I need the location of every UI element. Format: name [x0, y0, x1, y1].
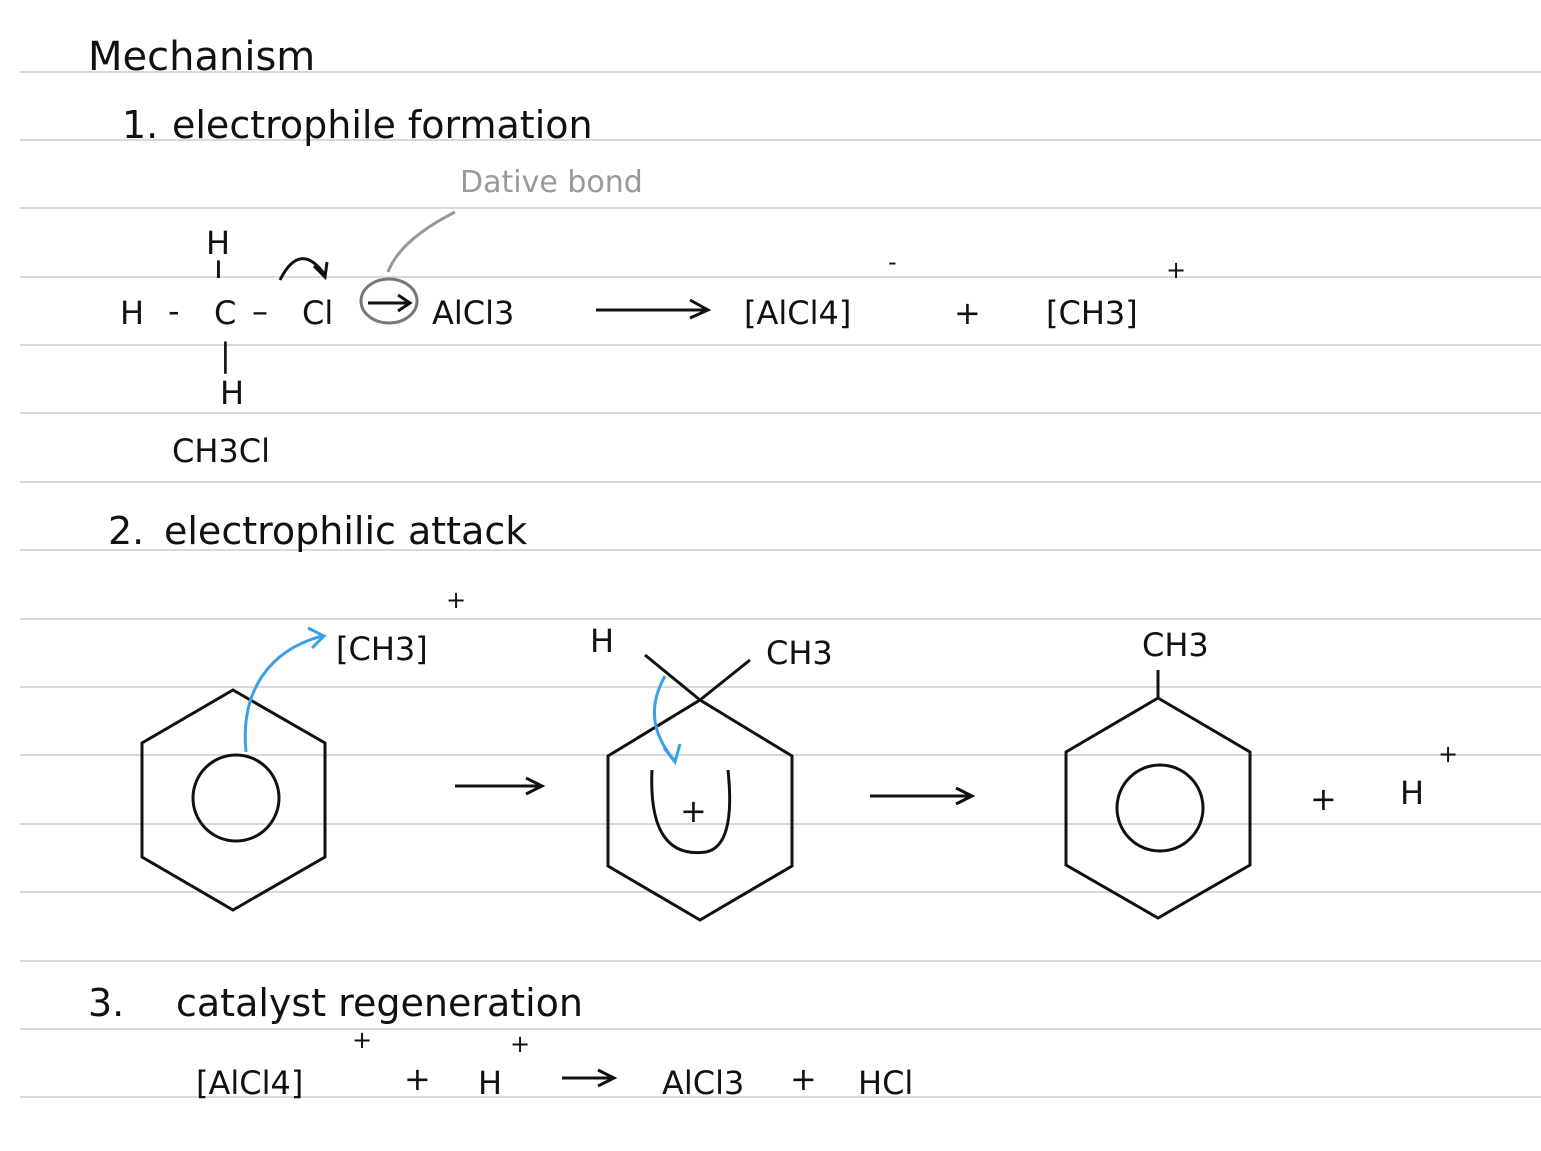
product-alcl4-charge: -: [888, 248, 897, 276]
step3-number: 3.: [88, 981, 124, 1025]
chlorine: Cl: [302, 294, 333, 332]
step2-plus: +: [1310, 780, 1337, 818]
intermediate-charge: +: [680, 792, 707, 830]
blue-curly-arrow-icon: [243, 634, 323, 753]
product-alcl4: [AlCl4]: [744, 294, 851, 332]
reaction-arrowhead-icon: [689, 298, 712, 320]
blue-arrowhead-2-icon: [662, 743, 682, 766]
dative-arrowhead-icon: [397, 293, 413, 313]
ruled-lines: [20, 71, 1541, 1098]
aromatic-circle-1: [191, 753, 281, 843]
step3-plus1: +: [404, 1060, 431, 1098]
step1-plus: +: [954, 294, 981, 332]
reactant-alcl4-charge: +: [352, 1026, 372, 1054]
product-methyl: CH3: [1142, 626, 1209, 664]
byproduct-h: H: [1400, 774, 1424, 812]
electrophile-charge: +: [446, 586, 466, 614]
step3-title: catalyst regeneration: [176, 981, 583, 1025]
dative-circle-icon: [359, 277, 419, 325]
curly-arrowhead-icon: [312, 261, 329, 281]
bond-top: ı: [214, 248, 223, 286]
electrophile-ch3: [CH3]: [336, 630, 428, 668]
carbon: C: [214, 294, 236, 332]
bond-to-ch3: [699, 658, 751, 702]
intermediate-ch3: CH3: [766, 634, 833, 672]
benzene-ring-2: [1064, 696, 1252, 920]
bond-h-c: -: [168, 292, 180, 330]
page-title: Mechanism: [88, 34, 315, 80]
h-left: H: [120, 294, 144, 332]
step2-number: 2.: [108, 509, 144, 553]
step3-plus2: +: [790, 1060, 817, 1098]
step1-number: 1.: [122, 103, 158, 147]
arenium-ring: [606, 698, 794, 922]
reactant-h: H: [478, 1064, 502, 1102]
byproduct-charge: +: [1438, 740, 1458, 768]
h-bottom: H: [220, 374, 244, 412]
curly-arrow-icon: [278, 257, 327, 281]
delocalized-arc-icon: [650, 769, 732, 855]
bond-c-cl: –: [252, 292, 268, 330]
reagent-alcl3: AlCl3: [432, 294, 514, 332]
reactant-h-charge: +: [510, 1030, 530, 1058]
product-ch3-charge: +: [1166, 256, 1186, 284]
reactant-alcl4: [AlCl4]: [196, 1064, 303, 1102]
reaction-arrowhead-2a-icon: [525, 776, 546, 796]
intermediate-h: H: [590, 622, 614, 660]
bond-to-h: [644, 653, 701, 702]
benzene-ring-1: [140, 688, 327, 912]
bond-bottom: |: [220, 336, 231, 374]
aromatic-circle-2: [1115, 763, 1205, 853]
product-ch3: [CH3]: [1046, 294, 1138, 332]
reaction-arrowhead-2b-icon: [955, 786, 976, 806]
reaction-arrowhead-3-icon: [597, 1068, 618, 1088]
product-hcl: HCl: [858, 1064, 913, 1102]
h-top: H: [206, 224, 230, 262]
dative-bond-pointer: [386, 210, 456, 273]
formula-ch3cl: CH3Cl: [172, 432, 270, 470]
step1-title: electrophile formation: [172, 103, 593, 147]
blue-arrowhead-icon: [307, 626, 327, 650]
product-alcl3: AlCl3: [662, 1064, 744, 1102]
dative-bond-label: Dative bond: [460, 165, 643, 200]
step2-title: electrophilic attack: [164, 509, 527, 553]
